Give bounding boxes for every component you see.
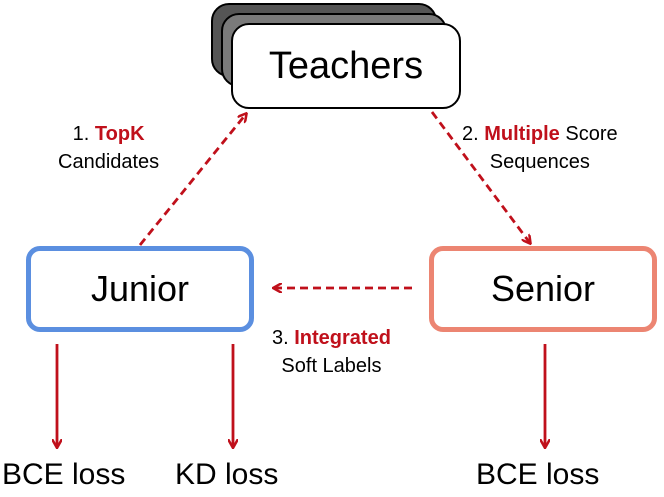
multiple-label: 2. Multiple Score Sequences bbox=[462, 123, 618, 173]
multiple-highlight: Multiple bbox=[484, 123, 560, 145]
senior-label: Senior bbox=[490, 268, 596, 309]
arrow-junior-to-teachers bbox=[138, 114, 246, 246]
junior-bce-loss: BCE loss bbox=[2, 458, 126, 491]
topk-highlight: TopK bbox=[94, 123, 145, 145]
topk-label: 1. TopK Candidates bbox=[58, 123, 160, 173]
integrated-label: 3. Integrated Soft Labels bbox=[272, 327, 391, 377]
junior-label: Junior bbox=[90, 268, 190, 309]
teachers-node: Teachers bbox=[231, 23, 461, 109]
integrated-highlight: Integrated bbox=[294, 327, 391, 349]
junior-node: Junior bbox=[26, 246, 254, 332]
teachers-label: Teachers bbox=[268, 44, 424, 87]
senior-bce-loss: BCE loss bbox=[476, 458, 600, 491]
junior-kd-loss: KD loss bbox=[175, 458, 279, 491]
senior-node: Senior bbox=[429, 246, 657, 332]
arrow-teachers-to-senior bbox=[430, 111, 530, 243]
